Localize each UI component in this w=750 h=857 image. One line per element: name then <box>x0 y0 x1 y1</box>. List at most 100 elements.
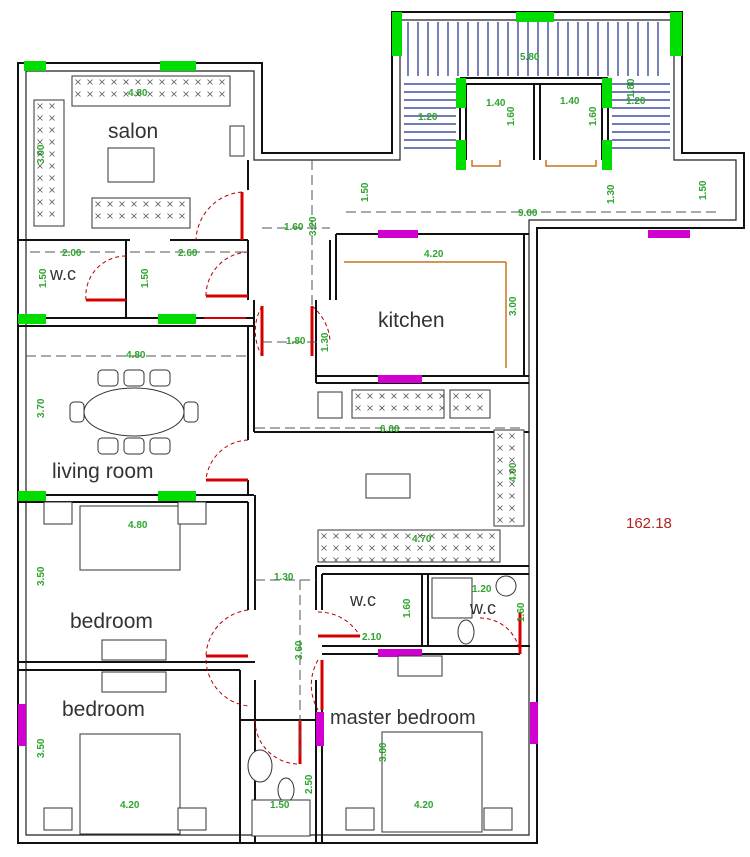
cushion-mark <box>405 533 411 539</box>
cushion-mark <box>429 533 435 539</box>
cushion-mark <box>321 545 327 551</box>
dim-hall-width: 2.60 <box>178 248 198 259</box>
cushion-mark <box>489 557 495 563</box>
cushion-mark <box>207 79 213 85</box>
nightstand-m-b <box>483 807 513 831</box>
cushion-mark <box>355 405 361 411</box>
cushion-mark <box>367 405 373 411</box>
cushion-mark <box>119 213 125 219</box>
cushion-mark <box>439 405 445 411</box>
cushion-mark <box>379 393 385 399</box>
cushion-mark <box>429 557 435 563</box>
cushion-mark <box>123 79 129 85</box>
dim-kitchen-door-a: 1.80 <box>286 336 306 347</box>
wc-right-sink <box>495 575 517 597</box>
cushion-mark <box>37 139 43 145</box>
cushion-mark <box>219 91 225 97</box>
dim-corridor-right: 1.50 <box>698 180 709 200</box>
cushion-mark <box>509 493 515 499</box>
cushion-mark <box>111 91 117 97</box>
cushion-mark <box>477 557 483 563</box>
cushion-mark <box>37 103 43 109</box>
cushion-mark <box>179 213 185 219</box>
cushion-mark <box>417 545 423 551</box>
cushion-mark <box>37 211 43 217</box>
kitchen-stove <box>317 391 343 419</box>
cushion-mark <box>333 533 339 539</box>
cushion-mark <box>135 79 141 85</box>
cushion-mark <box>453 545 459 551</box>
kitchen-counter-1 <box>351 389 445 419</box>
cushion-mark <box>453 405 459 411</box>
cushion-mark <box>75 79 81 85</box>
dim-wc-top-h2: 1.50 <box>140 268 151 288</box>
cushion-mark <box>37 151 43 157</box>
bathtub <box>431 577 473 619</box>
dim-living-height: 3.70 <box>36 398 47 418</box>
cushion-mark <box>405 545 411 551</box>
dim-wc-top-h1: 1.50 <box>38 268 49 288</box>
cushion-mark <box>497 457 503 463</box>
cushion-mark <box>369 557 375 563</box>
dim-stair-right-1: 1.20 <box>626 96 646 107</box>
dim-stair-left-1: 1.20 <box>418 112 438 123</box>
cushion-mark <box>415 393 421 399</box>
cushion-mark <box>131 201 137 207</box>
dim-bedroom2-height: 3.50 <box>36 738 47 758</box>
cushion-mark <box>143 201 149 207</box>
dim-bedroom1-height: 3.50 <box>36 566 47 586</box>
dim-master-height: 3.80 <box>378 742 389 762</box>
label-wc-right: w.c <box>469 598 496 618</box>
cushion-mark <box>439 393 445 399</box>
cushion-mark <box>441 545 447 551</box>
cushion-mark <box>99 79 105 85</box>
cushion-mark <box>417 533 423 539</box>
cushion-mark <box>75 91 81 97</box>
dim-wc-middle-width: 2.10 <box>362 632 382 643</box>
dim-passage-height: 3.60 <box>294 640 305 660</box>
cushion-mark <box>195 91 201 97</box>
cushion-mark <box>333 545 339 551</box>
nightstand-1a <box>43 501 73 525</box>
dim-passage-width: 1.30 <box>274 572 294 583</box>
cushion-mark <box>49 139 55 145</box>
dim-stair-vert-2: 1.60 <box>588 106 599 126</box>
label-salon: salon <box>108 120 158 143</box>
cushion-mark <box>509 457 515 463</box>
salon-table <box>107 147 155 183</box>
dimension-lines <box>26 160 720 760</box>
cushion-mark <box>219 79 225 85</box>
kitchen-counter-2 <box>449 389 491 419</box>
dining-table <box>83 387 185 437</box>
dim-bedroom2-width: 4.20 <box>120 800 140 811</box>
label-kitchen: kitchen <box>378 309 445 332</box>
cushion-mark <box>111 79 117 85</box>
dim-kitchen-height: 3.00 <box>508 296 519 316</box>
cushion-mark <box>441 533 447 539</box>
cushion-mark <box>171 91 177 97</box>
cushion-mark <box>509 445 515 451</box>
cushion-mark <box>403 405 409 411</box>
cushion-mark <box>183 91 189 97</box>
cushion-mark <box>131 213 137 219</box>
dim-hall-vert: 3.20 <box>308 216 319 236</box>
cushion-mark <box>453 533 459 539</box>
cushion-mark <box>179 201 185 207</box>
cushion-mark <box>465 545 471 551</box>
cushion-mark <box>357 557 363 563</box>
dim-stair-box-1: 1.40 <box>486 98 506 109</box>
cushion-mark <box>497 433 503 439</box>
desk-master <box>397 655 443 677</box>
salon-side-table <box>229 125 245 157</box>
desk-1 <box>101 639 167 661</box>
furniture <box>33 75 525 837</box>
cushion-mark <box>107 213 113 219</box>
dining-chair <box>149 369 171 387</box>
cushion-mark <box>49 187 55 193</box>
cushion-mark <box>453 393 459 399</box>
cushion-mark <box>509 517 515 523</box>
cushion-mark <box>477 533 483 539</box>
cushion-mark <box>87 91 93 97</box>
cushion-mark <box>509 469 515 475</box>
cushion-mark <box>49 175 55 181</box>
